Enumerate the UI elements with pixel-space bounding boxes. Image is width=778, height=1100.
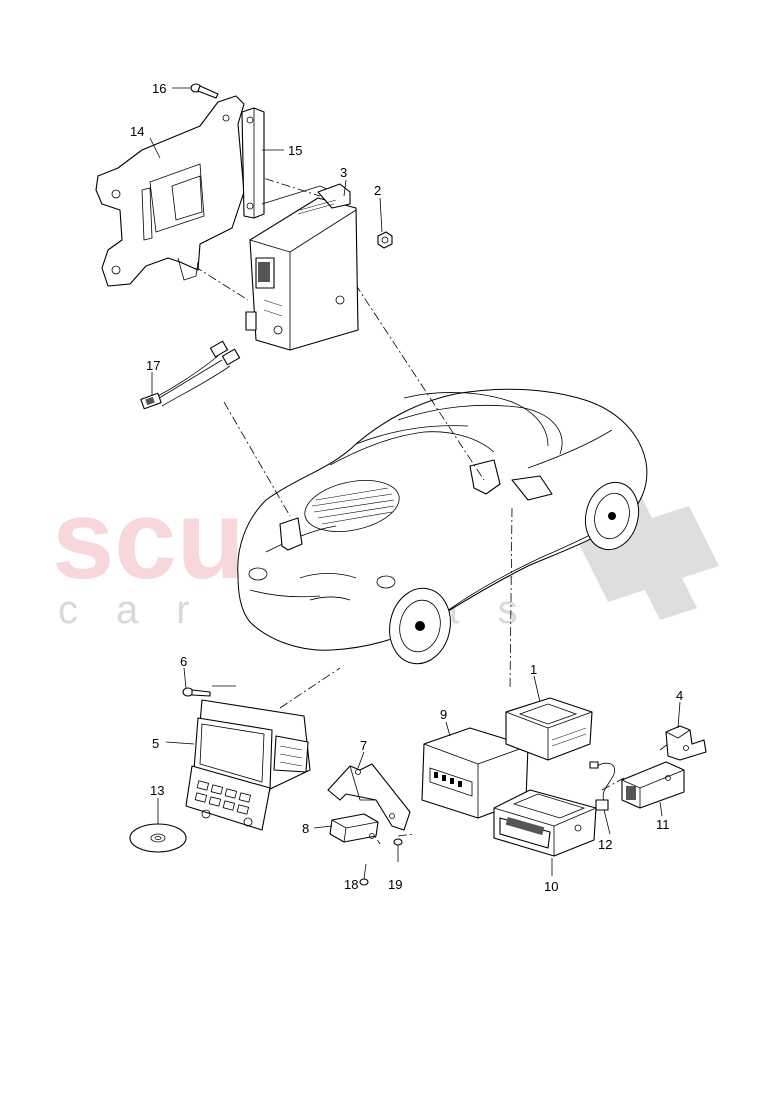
callout-14: 14: [130, 124, 144, 139]
callout-labels: 16 14 15 3 2 17 6 5 13 7 8 18 19 9 1 10 …: [130, 81, 683, 894]
rear-wheel: [584, 481, 640, 551]
callout-leaders: [149, 87, 681, 876]
callout-1: 1: [530, 662, 537, 677]
part-8-module: [329, 813, 379, 843]
callout-16: 16: [152, 81, 166, 96]
part-18-screw: [359, 863, 369, 886]
callout-2: 2: [374, 183, 381, 198]
part-13-disc: [129, 823, 187, 853]
part-11-module: [621, 761, 685, 809]
mount-area-trunk: [511, 475, 553, 501]
callout-4: 4: [676, 688, 683, 703]
part-10-tray: [493, 789, 597, 857]
part-16-screw: [190, 83, 219, 99]
callout-7: 7: [360, 738, 367, 753]
part-4-bracket: [665, 725, 707, 761]
callout-10: 10: [544, 879, 558, 894]
callout-6: 6: [180, 654, 187, 669]
part-6-screw: [182, 685, 236, 697]
callout-18: 18: [344, 877, 358, 892]
part-1-holder: [505, 697, 593, 761]
mount-area-front: [279, 517, 303, 551]
callout-13: 13: [150, 783, 164, 798]
part-19-screw: [393, 838, 403, 862]
callout-17: 17: [146, 358, 160, 373]
car-illustration: [237, 388, 648, 665]
part-3-control-unit: [245, 183, 359, 351]
callout-11: 11: [656, 817, 670, 832]
reference-lines: [167, 147, 677, 845]
callout-9: 9: [440, 707, 447, 722]
part-2-nut: [377, 231, 393, 249]
part-5-head-unit: [185, 699, 311, 831]
mount-area-console: [469, 459, 501, 495]
callout-8: 8: [302, 821, 309, 836]
part-12-cable: [589, 761, 616, 811]
part-9-cd-changer: [421, 727, 529, 819]
front-wheel: [389, 587, 451, 665]
callout-12: 12: [598, 837, 612, 852]
callout-3: 3: [340, 165, 347, 180]
callout-15: 15: [288, 143, 302, 158]
part-14-mounting-bracket: [95, 95, 245, 287]
part-17-cable: [140, 340, 241, 410]
callout-5: 5: [152, 736, 159, 751]
part-15-strip-bracket: [241, 107, 265, 219]
part-7-bracket: [327, 763, 411, 831]
callout-19: 19: [388, 877, 402, 892]
